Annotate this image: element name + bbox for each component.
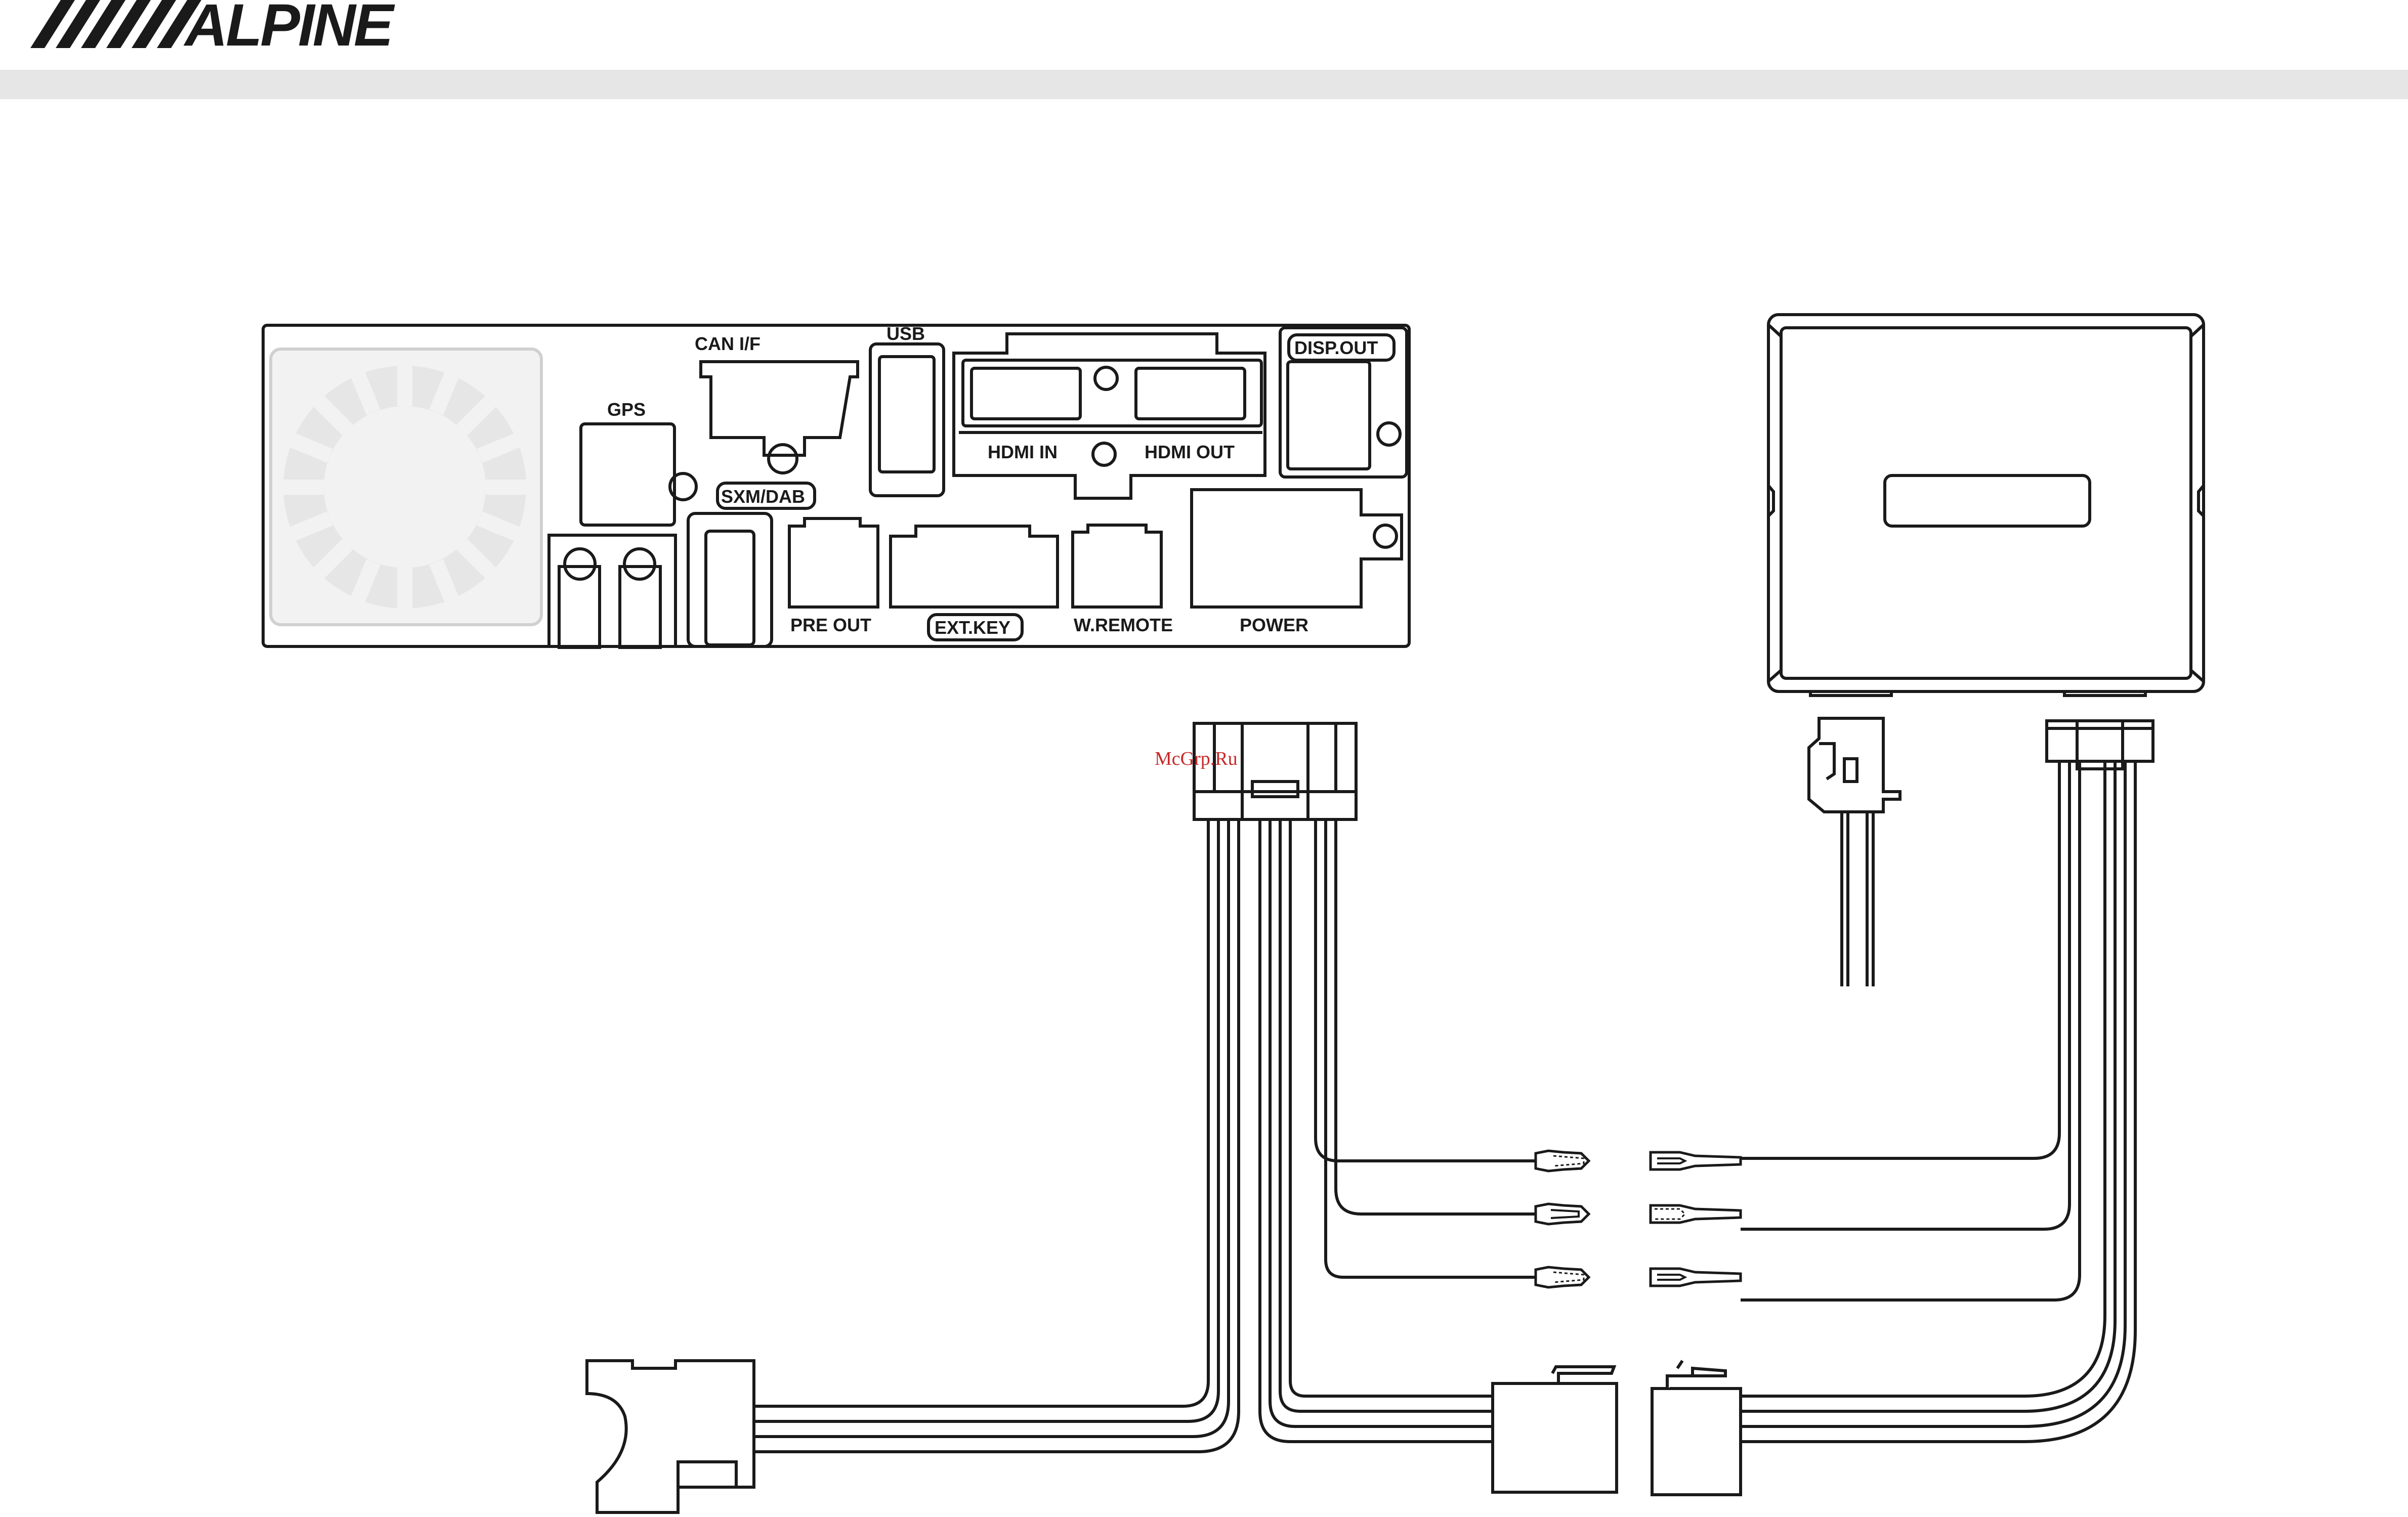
sxm-dab-label: SXM/DAB	[721, 486, 805, 507]
pre-out-label: PRE OUT	[790, 615, 871, 635]
brand-logo: ALPINE	[30, 0, 395, 59]
hdmi-out-label: HDMI OUT	[1145, 442, 1235, 462]
gps-port	[581, 424, 674, 525]
interface-module	[1768, 315, 2204, 696]
logo-stripes-icon	[30, 0, 201, 48]
brand-name: ALPINE	[183, 0, 395, 59]
module-connector	[2047, 721, 2153, 769]
usb-label: USB	[886, 323, 925, 344]
gps-label: GPS	[607, 399, 646, 420]
head-unit-rear-panel: GPS SXM/DAB CAN I/F USB	[263, 323, 1409, 647]
ext-key-port	[891, 526, 1058, 607]
power-port	[1192, 490, 1402, 607]
w-remote-label: W.REMOTE	[1074, 615, 1173, 635]
spade-terminals-left	[1536, 1151, 1589, 1287]
vehicle-connector	[587, 1361, 754, 1512]
pre-out-port	[789, 518, 878, 607]
module-indicator-window	[1885, 475, 2090, 526]
hdmi-port-block	[954, 334, 1265, 498]
center-harness-wires-right	[1260, 819, 1536, 1442]
header: ALPINE	[0, 0, 2408, 99]
power-label: POWER	[1240, 615, 1308, 635]
can-if-port	[701, 362, 858, 473]
center-harness-connector	[1194, 723, 1356, 819]
can-if-label: CAN I/F	[695, 333, 761, 354]
hdmi-in-port	[971, 368, 1080, 419]
spade-terminals-right	[1651, 1152, 1741, 1286]
pigtail-connector	[1809, 718, 1900, 986]
usb-port	[870, 344, 944, 496]
hdmi-in-label: HDMI IN	[988, 442, 1058, 462]
bottom-connector-pair	[1493, 1361, 1741, 1495]
watermark-text: McGrp.Ru	[1155, 748, 1238, 769]
module-harness-wires	[1741, 761, 2135, 1442]
hdmi-out-port	[1136, 368, 1245, 419]
center-harness-wires-left	[754, 819, 1239, 1452]
terminal-block	[549, 535, 675, 647]
ext-key-label: EXT.KEY	[935, 617, 1010, 638]
w-remote-port	[1073, 525, 1161, 607]
disp-out-label: DISP.OUT	[1294, 337, 1378, 358]
cooling-fan-icon	[271, 349, 541, 625]
header-bar	[0, 70, 2408, 99]
